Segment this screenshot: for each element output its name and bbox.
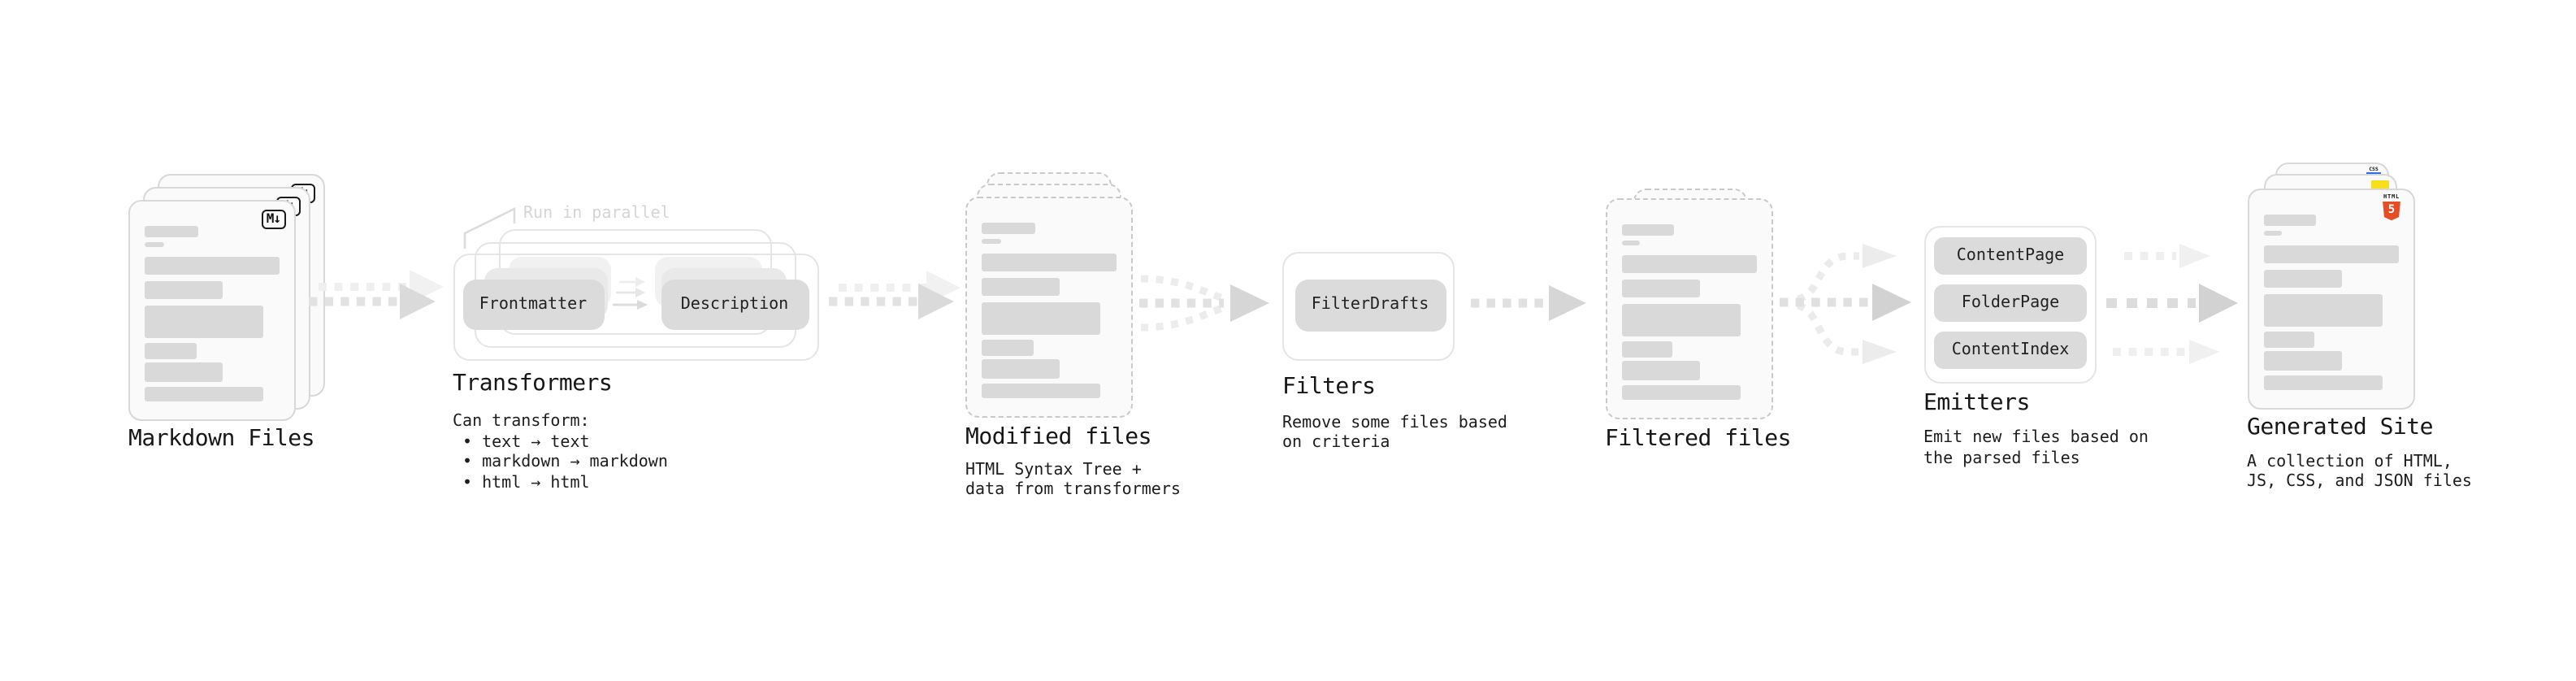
arrow-markdown-to-transformers: [309, 270, 444, 319]
arrow-transformers-to-modified: [829, 271, 961, 319]
document-content-placeholder: [982, 197, 1117, 398]
stage-label-markdown-files: Markdown Files: [128, 425, 315, 451]
caption-line: JS, CSS, and JSON files: [2247, 473, 2472, 492]
pill-label: Description: [680, 295, 789, 313]
caption-line: Can transform:: [453, 413, 590, 431]
document-card-html: HTML 5: [2247, 188, 2414, 409]
placeholder-bar: [982, 359, 1060, 379]
stage-label-emitters: Emitters: [1923, 390, 2030, 416]
pill-label: ContentPage: [1956, 246, 2065, 265]
stage-label-modified-files: Modified files: [965, 423, 1152, 449]
emitters-container: [1923, 226, 2097, 383]
caption-bullet: • markdown → markdown: [462, 453, 668, 472]
placeholder-bar: [982, 238, 1000, 244]
document-content-placeholder: [145, 201, 280, 401]
placeholder-bar: [982, 278, 1060, 296]
placeholder-bar: [982, 302, 1100, 335]
arrow-modified-to-filters: [1139, 275, 1269, 332]
placeholder-bar: [1621, 304, 1740, 336]
placeholder-bar: [145, 306, 263, 338]
arrow-emitters-to-generated: [2106, 244, 2238, 364]
document-card: M↓: [128, 199, 296, 420]
placeholder-bar: [1621, 255, 1756, 273]
caption-line: Remove some files based: [1282, 414, 1507, 432]
caption-line: on criteria: [1282, 434, 1390, 453]
placeholder-bar: [982, 222, 1034, 234]
placeholder-bar: [982, 254, 1117, 271]
placeholder-bar: [2263, 375, 2382, 390]
arrow-filters-to-filtered: [1471, 285, 1586, 321]
placeholder-bar: [145, 281, 223, 299]
markdown-icon: M↓: [261, 209, 285, 228]
pill-label: Frontmatter: [479, 295, 588, 313]
stage-label-filters: Filters: [1282, 373, 1376, 399]
html5-numeral: 5: [2387, 203, 2396, 217]
placeholder-bar: [145, 225, 197, 237]
placeholder-bar: [1621, 280, 1699, 297]
filter-pill-filterdrafts: FilterDrafts: [1295, 279, 1446, 331]
placeholder-bar: [2263, 214, 2316, 226]
placeholder-bar: [2263, 294, 2382, 327]
pill-label: FolderPage: [1961, 293, 2060, 312]
placeholder-bar: [145, 241, 163, 247]
caption-line: A collection of HTML,: [2247, 453, 2452, 471]
arrow-filtered-to-emitters: [1780, 244, 1911, 364]
stage-label-filtered-files: Filtered files: [1605, 426, 1792, 452]
html5-shield: 5: [2383, 201, 2400, 221]
placeholder-bar: [1621, 240, 1640, 245]
transformer-layer-front: [453, 254, 819, 361]
document-card-dashed: [1605, 197, 1772, 419]
filters-container: [1282, 252, 1455, 360]
run-in-parallel-annotation: Run in parallel: [523, 205, 670, 223]
modified-files-caption: HTML Syntax Tree + data from transformer…: [965, 461, 1181, 502]
placeholder-bar: [145, 257, 280, 275]
stage-label-transformers: Transformers: [453, 371, 613, 397]
placeholder-bar: [1621, 340, 1672, 357]
placeholder-bar: [2263, 245, 2398, 263]
placeholder-bar: [2263, 331, 2314, 347]
emitters-caption: Emit new files based on the parsed files: [1923, 429, 2149, 471]
placeholder-bar: [982, 339, 1033, 355]
document-card-dashed: [965, 196, 1133, 417]
transformer-pill-frontmatter: Frontmatter: [462, 279, 604, 329]
generated-site-caption: A collection of HTML, JS, CSS, and JSON …: [2247, 453, 2472, 494]
transformer-pill-description: Description: [661, 279, 809, 329]
pill-label: FilterDrafts: [1311, 296, 1429, 314]
caption-line: the parsed files: [1923, 449, 2080, 468]
document-content-placeholder: [2263, 189, 2398, 390]
placeholder-bar: [1621, 223, 1674, 236]
pill-label: ContentIndex: [1951, 340, 2070, 359]
css-word: CSS: [2369, 165, 2379, 172]
caption-bullet: • html → html: [462, 475, 590, 493]
placeholder-bar: [2263, 270, 2341, 288]
placeholder-bar: [2263, 230, 2282, 236]
html5-icon: HTML 5: [2382, 193, 2401, 221]
document-content-placeholder: [1621, 199, 1756, 400]
caption-line: data from transformers: [965, 481, 1181, 500]
emitter-pill-contentpage: ContentPage: [1934, 237, 2087, 274]
caption-line: HTML Syntax Tree +: [965, 461, 1142, 479]
placeholder-bar: [1621, 385, 1740, 400]
placeholder-bar: [145, 342, 196, 358]
html5-word: HTML: [2383, 193, 2400, 199]
caption-bullet: • text → text: [462, 433, 590, 452]
emitter-pill-contentindex: ContentIndex: [1934, 332, 2087, 368]
transformers-caption: Can transform: • text → text • markdown …: [453, 413, 668, 496]
placeholder-bar: [2263, 351, 2341, 371]
caption-line: Emit new files based on: [1923, 429, 2149, 447]
placeholder-bar: [982, 384, 1100, 398]
stage-label-generated-site: Generated Site: [2247, 414, 2434, 440]
placeholder-bar: [145, 387, 263, 401]
emitter-pill-folderpage: FolderPage: [1934, 284, 2087, 321]
placeholder-bar: [1621, 361, 1699, 380]
markdown-glyph: M↓: [266, 210, 281, 225]
placeholder-bar: [145, 362, 223, 382]
filters-caption: Remove some files based on criteria: [1282, 414, 1507, 455]
